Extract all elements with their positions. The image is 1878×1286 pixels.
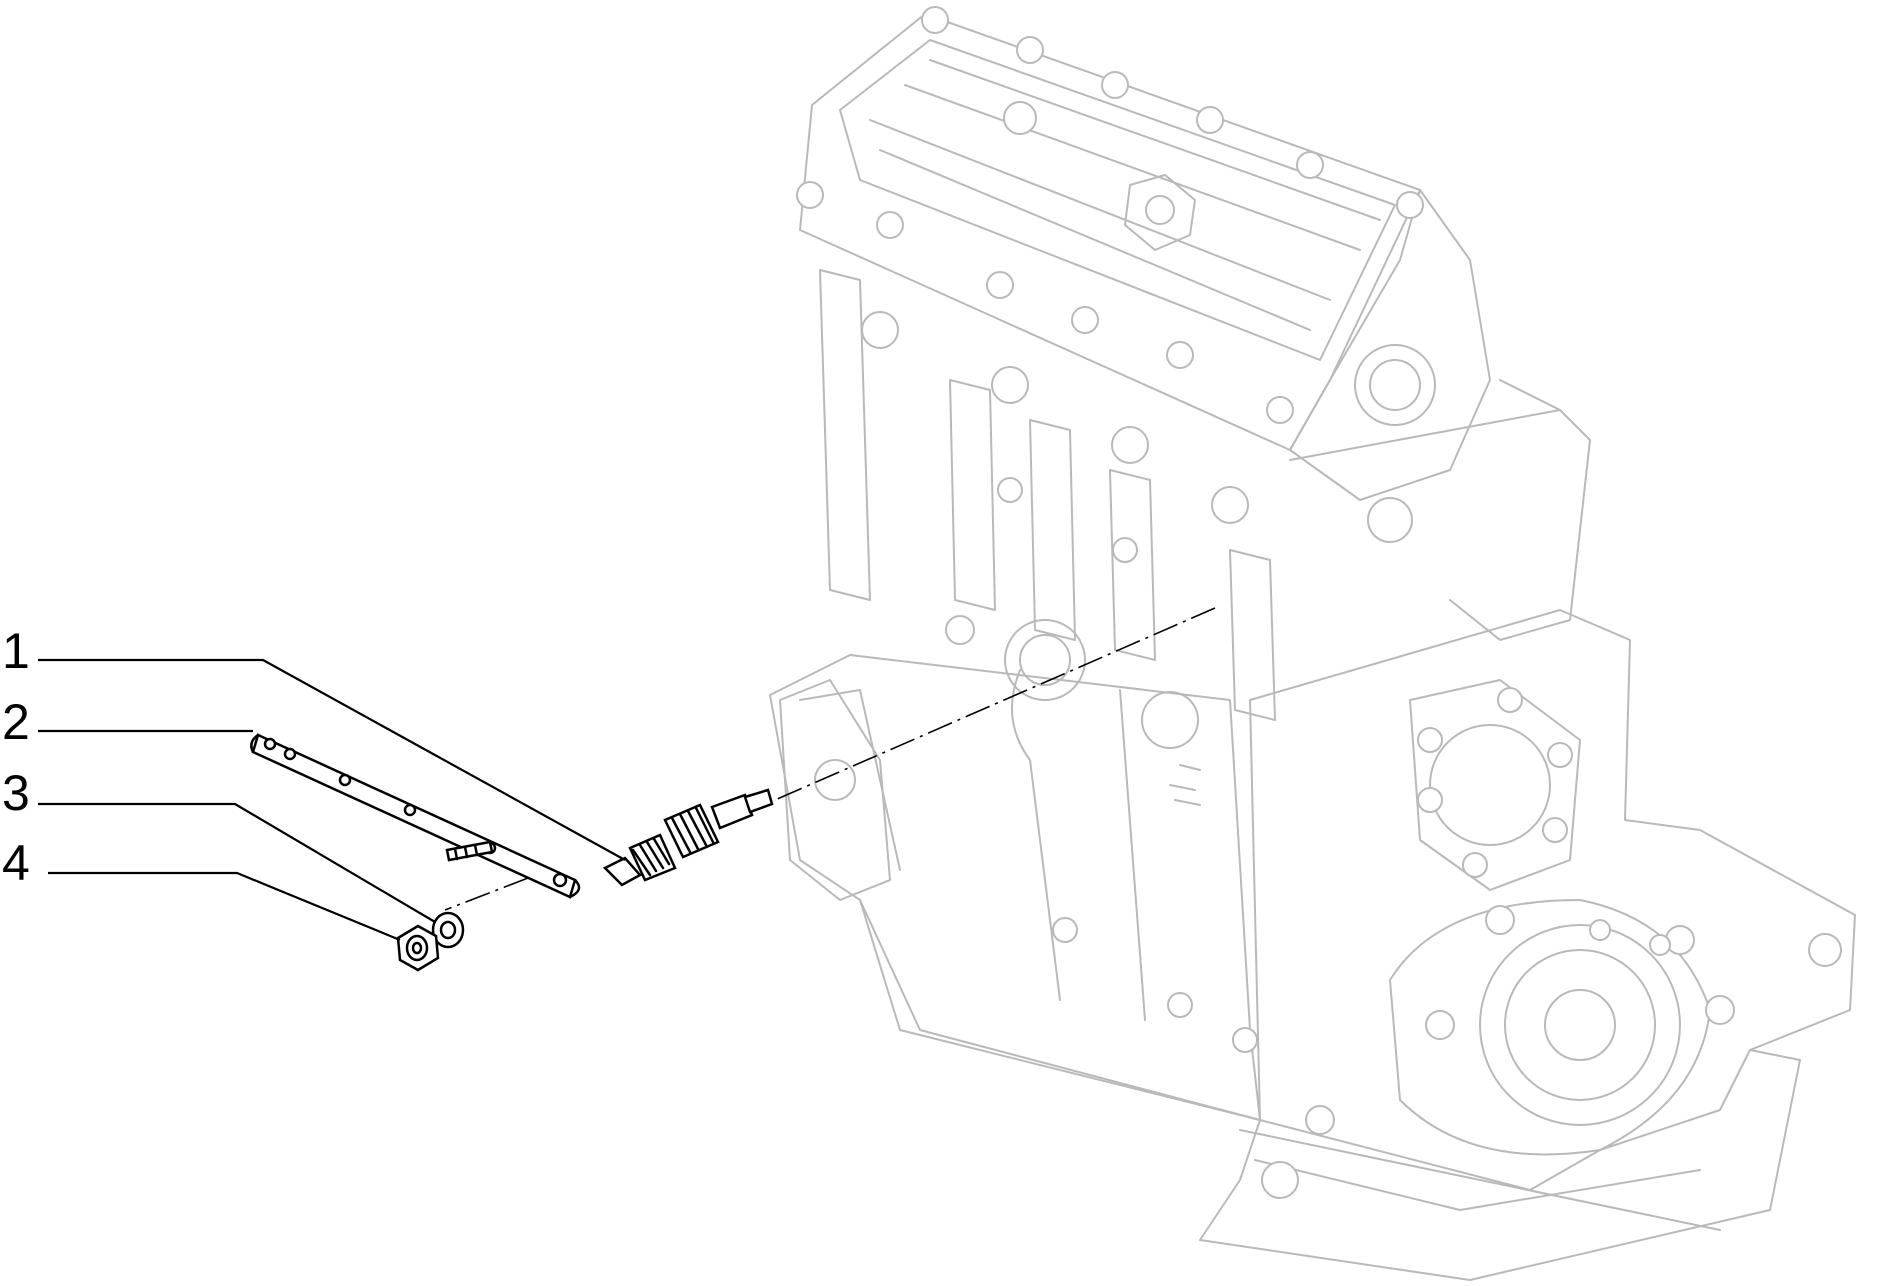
callout-number-2: 2 [2, 694, 30, 750]
leader-line-4 [48, 871, 401, 942]
leader-line-1 [38, 658, 626, 861]
bus-bar-part [250, 733, 581, 899]
leader-line-3 [38, 802, 436, 923]
nut-part [396, 924, 440, 972]
callout-number-4: 4 [2, 835, 30, 891]
callout-leaders [38, 658, 626, 942]
assembly-axis-lines [444, 607, 1216, 911]
engine-block-illustration [769, 6, 1856, 1281]
callout-number-3: 3 [2, 765, 30, 821]
callout-number-1: 1 [2, 623, 30, 679]
glow-plug-part [602, 788, 774, 887]
washer-part [431, 911, 465, 949]
